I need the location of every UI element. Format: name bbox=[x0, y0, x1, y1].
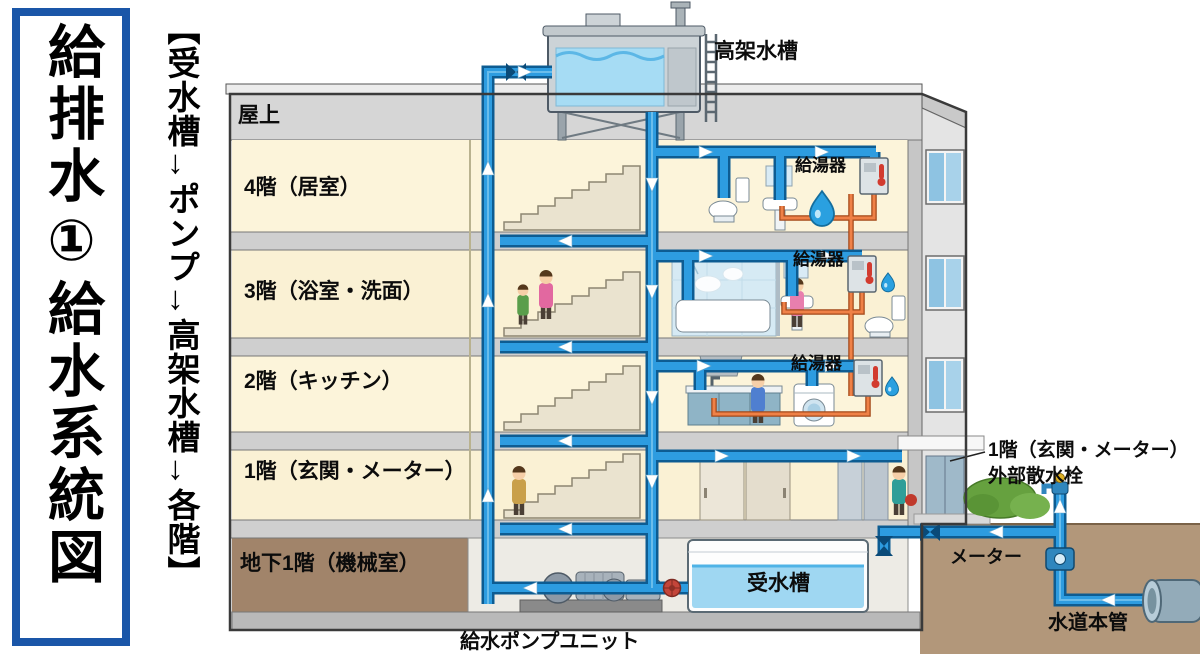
exterior-tap-label: 外部散水栓 bbox=[988, 466, 1084, 487]
receiving-tank-graphic bbox=[687, 539, 869, 613]
floor1-label: 1階（玄関・メーター） bbox=[244, 460, 466, 483]
flow-note-text: 【受水槽→ポンプ→高架水槽→各階】 bbox=[163, 12, 200, 590]
entrance-canopy bbox=[897, 435, 985, 451]
facade-window-2f bbox=[925, 357, 965, 413]
flow-note: 【受水槽→ポンプ→高架水槽→各階】 bbox=[146, 12, 216, 648]
water-main-label: 水道本管 bbox=[1048, 612, 1128, 634]
valves bbox=[506, 63, 940, 598]
meter-label: メーター bbox=[950, 547, 1022, 567]
people bbox=[512, 270, 917, 515]
floor4-label: 4階（居室） bbox=[244, 176, 361, 199]
flow-arrows bbox=[481, 65, 1116, 607]
roof-label: 屋上 bbox=[238, 104, 280, 127]
facade-window-4f bbox=[925, 149, 965, 205]
elevated-tank-graphic bbox=[542, 1, 718, 141]
facade-window-3f bbox=[925, 255, 965, 311]
page-title: 給排水①給水系統図 bbox=[39, 22, 104, 589]
building-outline bbox=[228, 92, 968, 632]
floor2-label: 2階（キッチン） bbox=[244, 370, 403, 393]
water-heater-3f-label: 給湯器 bbox=[793, 250, 844, 269]
floor3-label: 3階（浴室・洗面） bbox=[244, 280, 424, 303]
receiving-tank-label: 受水槽 bbox=[747, 572, 810, 595]
water-heater-3f-icon bbox=[847, 255, 877, 293]
water-heater-4f-icon bbox=[859, 157, 889, 195]
title-panel: 給排水①給水系統図 bbox=[12, 8, 130, 646]
water-main-pipe bbox=[1142, 579, 1200, 623]
water-heater-2f-label: 給湯器 bbox=[791, 354, 842, 373]
water-meter-icon bbox=[1045, 547, 1075, 571]
water-heater-4f-label: 給湯器 bbox=[795, 156, 846, 175]
elevated-tank-label: 高架水槽 bbox=[714, 40, 798, 63]
label-leader-line bbox=[949, 451, 986, 462]
fixtures-1f bbox=[699, 457, 889, 521]
basement-label: 地下1階（機械室） bbox=[240, 552, 420, 575]
tank-ladder bbox=[704, 34, 718, 122]
outdoor-faucet-icon bbox=[963, 473, 1069, 519]
exterior-floor1-label: 1階（玄関・メーター） bbox=[988, 440, 1189, 461]
water-heater-2f-icon bbox=[853, 359, 883, 397]
steam-clouds bbox=[694, 267, 744, 293]
pump-unit-label: 給水ポンプユニット bbox=[460, 631, 640, 653]
